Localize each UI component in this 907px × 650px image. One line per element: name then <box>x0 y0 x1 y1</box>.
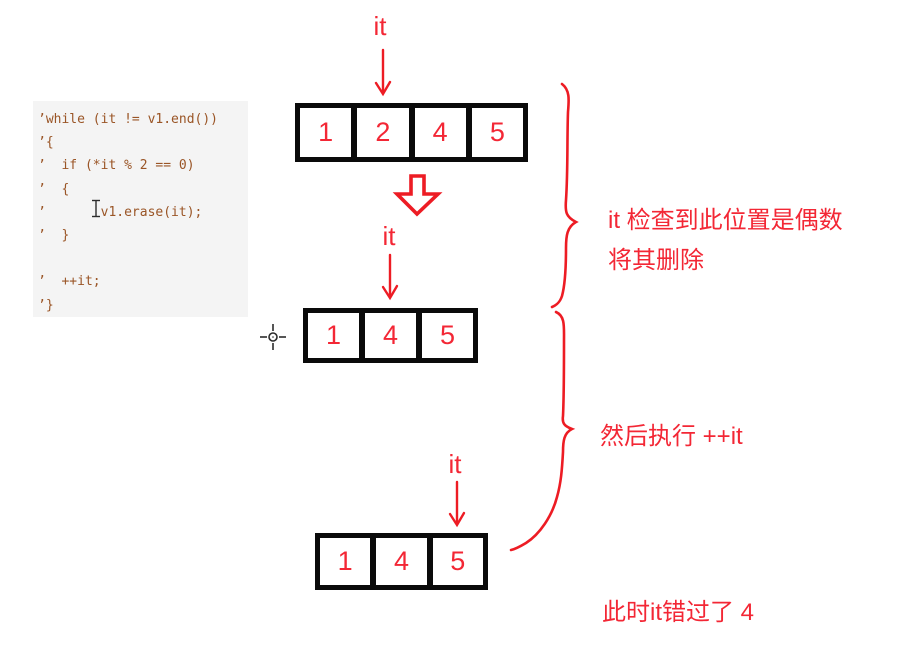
erase-step-block-arrow-icon <box>392 174 443 217</box>
array-cell: 4 <box>414 108 466 157</box>
array-cell: 4 <box>376 538 427 585</box>
crosshair-cursor-icon <box>260 324 286 350</box>
annotation-delete-it: 将其删除 <box>608 247 704 274</box>
array-cell: 5 <box>422 313 473 358</box>
it-arrow-icon-3 <box>448 480 466 528</box>
array-cell: 1 <box>320 538 371 585</box>
it-pointer-label-2: it <box>382 221 396 251</box>
array-cell: 1 <box>308 313 359 358</box>
text-cursor-icon <box>92 199 100 218</box>
vector-array-1: 1 2 4 5 <box>295 103 528 162</box>
annotation-missed-four: 此时it错过了 4 <box>602 599 755 626</box>
code-line: ’ ++it; <box>38 274 101 290</box>
annotation-check-even: it 检查到此位置是偶数 <box>608 207 843 234</box>
array-cell: 1 <box>300 108 352 157</box>
code-line: ’} <box>38 297 54 313</box>
it-arrow-icon-2 <box>381 253 399 301</box>
code-line: ’{ <box>38 135 54 151</box>
code-line: ’ v1.erase(it); <box>38 204 203 220</box>
array-cell: 5 <box>432 538 483 585</box>
code-snippet: ’while (it != v1.end()) ’{ ’ if (*it % 2… <box>33 101 248 317</box>
code-line: ’ } <box>38 227 70 243</box>
vector-array-3: 1 4 5 <box>315 533 488 590</box>
curly-brace-icon-1 <box>550 82 579 309</box>
curly-brace-icon-2 <box>509 310 576 552</box>
code-line <box>38 247 248 270</box>
it-pointer-label-1: it <box>373 11 387 41</box>
code-line: ’while (it != v1.end()) <box>38 112 219 127</box>
code-line: ’ { <box>38 181 70 197</box>
array-cell: 4 <box>365 313 416 358</box>
it-arrow-icon-1 <box>374 48 392 97</box>
vector-array-2: 1 4 5 <box>303 308 478 363</box>
array-cell: 2 <box>357 108 409 157</box>
it-pointer-label-3: it <box>448 449 462 479</box>
code-line: ’ if (*it % 2 == 0) <box>38 158 195 174</box>
annotation-then-increment: 然后执行 ++it <box>600 423 743 450</box>
array-cell: 5 <box>471 108 523 157</box>
